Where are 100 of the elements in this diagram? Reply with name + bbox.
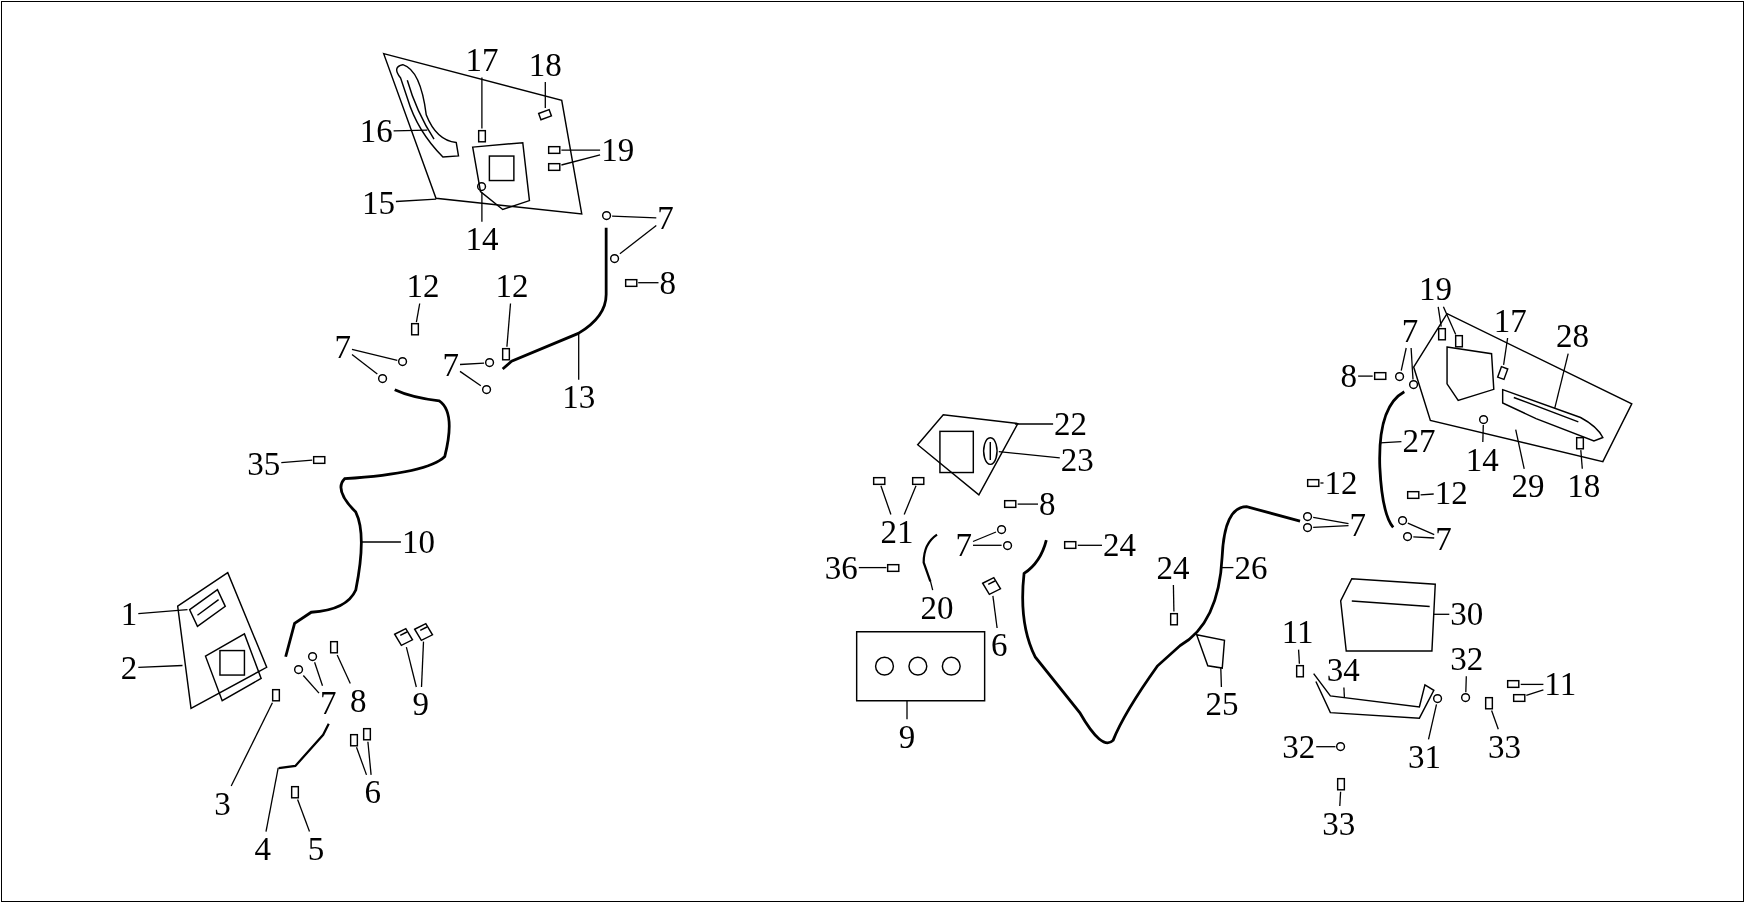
bolt-drawing	[1506, 679, 1521, 690]
bolt-drawing	[1453, 334, 1464, 349]
leader-line	[1172, 584, 1175, 613]
callout-number: 12	[406, 269, 440, 303]
leader-line	[230, 702, 274, 787]
leader-line	[1319, 482, 1325, 484]
parts-panel	[176, 571, 269, 711]
bolt-drawing	[271, 688, 281, 703]
bolt-drawing	[886, 562, 901, 573]
washer-drawing	[1001, 539, 1013, 551]
brake-hose-drawing	[284, 387, 452, 659]
washer-drawing	[1302, 521, 1314, 534]
callout-number: 2	[120, 651, 138, 685]
bolt-drawing	[362, 727, 373, 742]
callout-number: 12	[1434, 476, 1468, 510]
washer-drawing	[1302, 510, 1314, 522]
leader-line	[1400, 347, 1407, 372]
brake-pad-drawing	[982, 435, 999, 466]
leader-line	[296, 798, 311, 833]
leader-line	[1465, 675, 1467, 693]
leader-line	[1419, 493, 1435, 496]
leader-line	[351, 348, 398, 361]
leader-line	[1014, 423, 1054, 425]
leader-line	[313, 661, 324, 687]
leader-line	[1407, 522, 1435, 536]
callout-number: 19	[1419, 272, 1453, 306]
washer-drawing	[1402, 530, 1414, 542]
washer-drawing	[377, 372, 389, 384]
callout-number: 21	[880, 515, 914, 549]
washer-drawing	[1460, 692, 1472, 704]
bolt-drawing	[871, 475, 887, 486]
callout-number: 18	[528, 48, 562, 82]
leader-line	[1502, 337, 1509, 366]
callout-number: 15	[361, 186, 395, 220]
leader-line	[1580, 449, 1583, 470]
callout-number: 17	[465, 43, 499, 77]
leader-line	[137, 664, 184, 668]
callout-number: 19	[601, 133, 635, 167]
callout-number: 20	[920, 591, 954, 625]
leader-line	[395, 198, 437, 203]
washer-drawing	[484, 357, 496, 369]
leader-line	[1357, 375, 1374, 377]
washer-drawing	[1477, 414, 1489, 426]
brake-pipe-drawing	[276, 721, 330, 770]
leader-line	[1297, 648, 1301, 665]
leader-line	[544, 81, 546, 109]
leader-line	[481, 191, 483, 223]
parts-panel	[855, 630, 987, 703]
callout-number: 27	[1402, 424, 1436, 458]
bolt-drawing	[1495, 364, 1510, 381]
leader-line	[1410, 347, 1414, 381]
callout-number: 9	[898, 720, 916, 754]
callout-number: 30	[1450, 597, 1484, 631]
leader-line	[578, 333, 580, 381]
washer-drawing	[397, 356, 409, 368]
callout-number: 34	[1326, 653, 1360, 687]
leader-line	[1442, 306, 1457, 336]
callout-number: 9	[412, 687, 429, 721]
leader-line	[880, 485, 892, 516]
leader-line	[1520, 683, 1545, 686]
callout-number: 6	[364, 775, 382, 809]
leader-line	[336, 654, 351, 685]
callout-number: 31	[1408, 740, 1441, 774]
leader-line	[1339, 791, 1342, 807]
leader-line	[972, 531, 997, 543]
callout-number: 29	[1511, 469, 1545, 503]
leader-line	[619, 224, 657, 255]
leader-line	[903, 485, 917, 516]
callout-number: 32	[1282, 730, 1316, 764]
callout-number: 13	[562, 380, 596, 414]
leader-line	[560, 149, 601, 151]
washer-drawing	[476, 181, 488, 193]
callout-number: 14	[1465, 443, 1499, 477]
callout-number: 11	[1544, 667, 1577, 701]
leader-line	[351, 353, 378, 375]
leader-line	[858, 566, 888, 569]
washer-drawing	[1394, 370, 1406, 382]
callout-number: 7	[657, 201, 674, 235]
brake-pipe-drawing	[922, 532, 939, 583]
leader-line	[459, 362, 485, 366]
bolt-drawing	[1169, 611, 1180, 626]
leader-line	[1077, 544, 1103, 546]
leader-line	[137, 609, 189, 615]
washer-drawing	[480, 383, 492, 396]
callout-number: 7	[334, 330, 351, 364]
leader-line	[405, 646, 417, 688]
bolt-drawing	[410, 322, 421, 337]
callout-number: 35	[247, 447, 281, 481]
leader-line	[1482, 424, 1484, 443]
callout-number: 7	[955, 528, 972, 562]
brake-pad-drawing	[187, 588, 227, 629]
leader-line	[265, 767, 279, 833]
leader-line	[1427, 703, 1438, 740]
leader-line	[1343, 686, 1346, 699]
brake-lever-drawing	[1500, 387, 1605, 443]
callout-number: 14	[465, 222, 499, 256]
bolt-drawing	[1406, 490, 1421, 501]
callout-number: 8	[659, 266, 676, 300]
callout-number: 16	[359, 114, 393, 148]
control-unit-drawing	[1339, 577, 1438, 653]
